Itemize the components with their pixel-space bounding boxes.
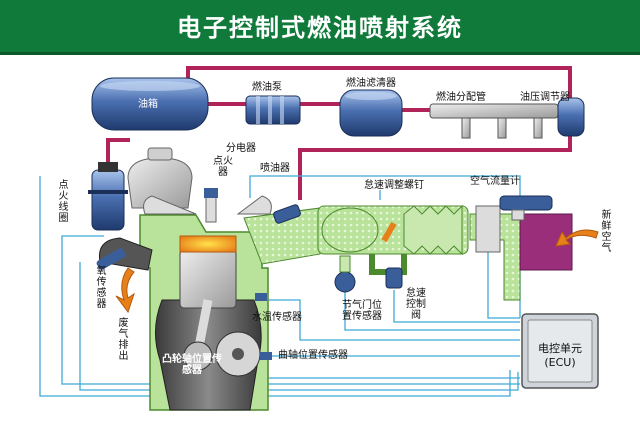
label-idle-valve: 怠速控制阀 <box>406 288 426 321</box>
label-exhaust: 废气排出 <box>118 318 129 362</box>
label-crank-sensor: 曲轴位置传感器 <box>278 350 348 361</box>
crank-sensor-shape <box>260 352 272 360</box>
label-injector: 喷油器 <box>260 163 290 174</box>
label-ignition-coil: 点火线圈 <box>58 180 69 224</box>
label-air-flow-meter: 空气流量计 <box>470 176 520 187</box>
fuel-pump-shape <box>245 95 301 125</box>
o2-sensor-shape <box>96 237 153 271</box>
label-ecu: 电控单元 <box>538 342 582 355</box>
title-band <box>0 0 640 55</box>
label-coolant-sensor: 水温传感器 <box>252 312 302 323</box>
label-spark-plug: 点火器 <box>213 156 233 178</box>
label-throttle-sensor: 节气门位置传感器 <box>342 300 382 322</box>
label-fuel-tank: 油箱 <box>138 99 158 110</box>
label-fresh-air: 新鲜空气 <box>601 210 612 254</box>
ignition-coil-shape <box>88 162 128 231</box>
pressure-regulator-shape <box>557 97 585 137</box>
idle-valve-shape <box>369 254 407 289</box>
intake-manifold-shape <box>243 204 521 301</box>
fuel-tank-shape <box>91 77 209 131</box>
throttle-sensor-shape <box>334 255 356 293</box>
label-fuel-pump: 燃油泵 <box>252 82 282 93</box>
ecu-shape <box>521 313 599 389</box>
spark-plug-shape <box>204 188 218 223</box>
label-fuel-rail: 燃油分配管 <box>436 92 486 103</box>
engine-block-shape <box>139 195 272 411</box>
diagram-title: 电子控制式燃油喷射系统 <box>177 14 463 42</box>
label-fuel-filter: 燃油滤清器 <box>346 78 396 89</box>
fuel-rail-shape <box>429 103 559 139</box>
label-idle-screw: 怠速调整螺钉 <box>364 180 424 191</box>
label-o2-sensor: 氧传感器 <box>96 266 107 310</box>
label-pressure-regulator: 油压调节器 <box>520 92 570 103</box>
idle-screw-shape <box>381 221 397 243</box>
fresh-air-arrow-icon <box>555 229 599 247</box>
exhaust-arrow-icon <box>115 267 135 314</box>
distributor-shape <box>127 147 193 209</box>
fuel-filter-shape <box>339 89 403 137</box>
label-distributor: 分电器 <box>226 143 256 154</box>
label-ecu-abbrev: (ECU) <box>544 356 576 369</box>
label-cam-sensor: 凸轮轴位置传感器 <box>162 354 222 376</box>
injector-shape <box>273 204 301 224</box>
coolant-sensor-shape <box>255 293 267 301</box>
